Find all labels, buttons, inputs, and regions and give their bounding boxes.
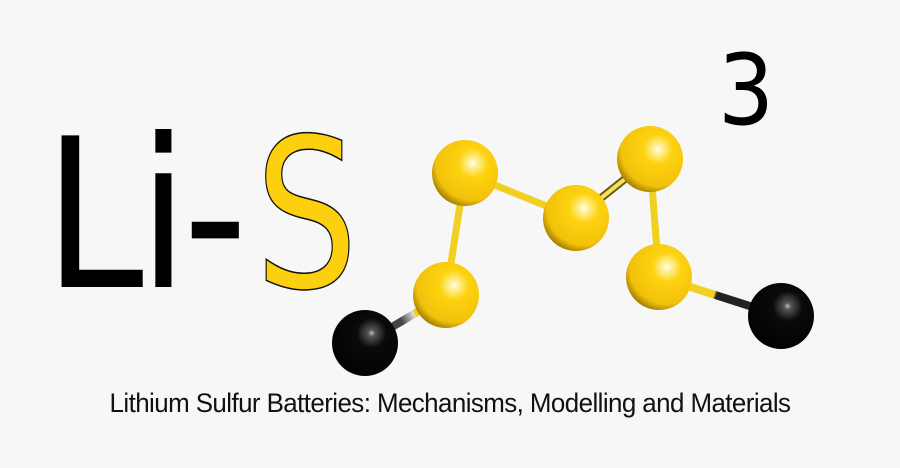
molecule-atoms [332, 126, 814, 376]
logo-tagline: Lithium Sulfur Batteries: Mechanisms, Mo… [109, 388, 791, 418]
sulfur-atom-icon [543, 185, 609, 251]
logo-li-text: Li- [44, 95, 248, 337]
sulfur-atom-icon [626, 244, 692, 310]
logo-sulfur-letter: S [254, 95, 358, 337]
lithium-atom-icon [748, 283, 814, 349]
sulfur-atom-icon [617, 126, 683, 192]
logo-superscript-3: 3 [718, 34, 775, 148]
sulfur-atom-icon [432, 140, 498, 206]
lithium-atom-icon [332, 310, 398, 376]
sulfur-atom-icon [413, 262, 479, 328]
